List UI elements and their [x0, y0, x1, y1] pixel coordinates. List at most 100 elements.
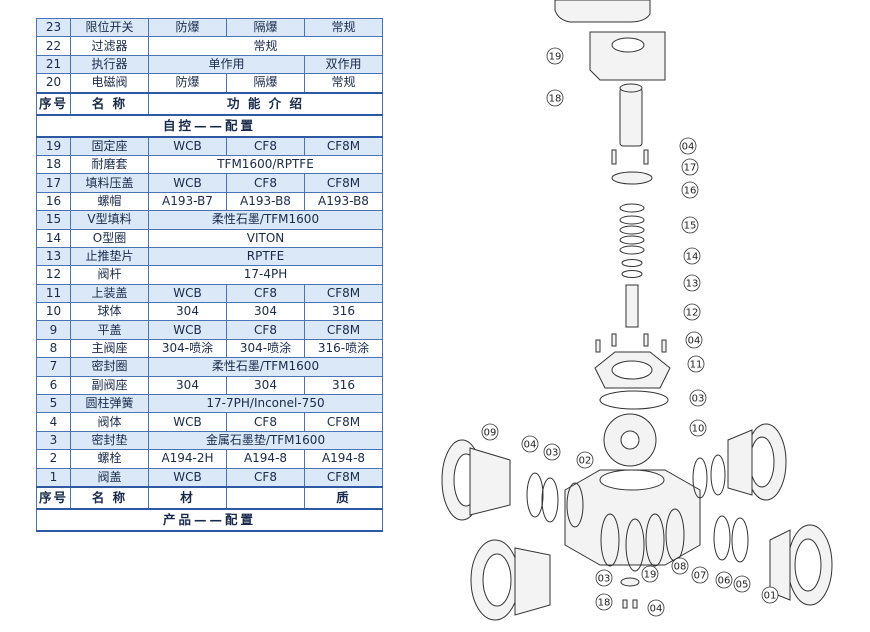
svg-text:18: 18	[598, 598, 611, 609]
row-value: A194-8	[304, 449, 383, 469]
callout-label: 04	[679, 137, 697, 155]
row-name: 螺栓	[70, 449, 149, 469]
row-value: CF8	[226, 173, 305, 193]
callout-label: 17	[681, 158, 699, 176]
header-name: 名 称	[70, 91, 149, 116]
row-number: 2	[36, 449, 71, 469]
callout-label: 02	[576, 451, 594, 469]
row-name: 耐磨套	[70, 154, 149, 175]
section-product-config: 产品——配置	[36, 508, 383, 532]
row-value: 双作用	[304, 54, 383, 75]
row-name: 上装盖	[70, 283, 149, 304]
header-material-1	[226, 485, 305, 510]
row-value: 304	[148, 375, 227, 396]
callout-label: 18	[595, 593, 613, 611]
actuator-housing	[554, 0, 651, 23]
row-name: 主阀座	[70, 338, 149, 359]
callout-label: 03	[543, 443, 561, 461]
row-value: CF8M	[304, 320, 383, 340]
row-name: O型圈	[70, 228, 149, 248]
row-value: RPTFE	[148, 246, 383, 267]
svg-text:18: 18	[549, 94, 562, 105]
svg-text:13: 13	[686, 279, 699, 290]
row-number: 4	[36, 412, 71, 432]
svg-text:15: 15	[684, 221, 697, 232]
row-value: 316	[304, 302, 383, 322]
row-value: 单作用	[148, 54, 305, 75]
svg-text:04: 04	[524, 440, 537, 451]
svg-text:16: 16	[684, 186, 697, 197]
row-number: 1	[36, 467, 71, 488]
row-name: 过滤器	[70, 36, 149, 56]
callout-label: 16	[681, 181, 699, 199]
header-blank: 材	[148, 485, 227, 510]
row-number: 9	[36, 320, 71, 340]
row-value: WCB	[148, 283, 227, 304]
valve-stem	[625, 284, 639, 328]
row-value: 17-7PH/Inconel-750	[148, 394, 383, 414]
body-gasket	[599, 390, 669, 410]
section-auto-config: 自控——配置	[36, 114, 383, 138]
row-number: 6	[36, 375, 71, 396]
row-value: WCB	[148, 320, 227, 340]
row-name: 螺帽	[70, 191, 149, 212]
row-value: 304-喷涂	[148, 338, 227, 359]
row-number: 16	[36, 191, 71, 212]
svg-text:08: 08	[674, 562, 687, 573]
row-name: 阀体	[70, 412, 149, 432]
mounting-bracket	[589, 31, 666, 81]
callout-label: 08	[671, 557, 689, 575]
svg-text:09: 09	[484, 428, 497, 439]
svg-text:19: 19	[644, 570, 657, 581]
row-value: 隔爆	[226, 73, 305, 94]
row-value: VITON	[148, 228, 383, 248]
svg-text:07: 07	[694, 571, 707, 582]
svg-text:14: 14	[686, 252, 699, 263]
row-number: 8	[36, 338, 71, 359]
row-number: 10	[36, 302, 71, 322]
row-value: 隔爆	[226, 17, 305, 38]
row-value: A193-B8	[226, 191, 305, 212]
row-value: CF8	[226, 412, 305, 432]
callout-label: 09	[481, 423, 499, 441]
row-number: 22	[36, 36, 71, 56]
row-name: 圆柱弹簧	[70, 394, 149, 414]
row-value: 304	[226, 375, 305, 396]
callout-label: 14	[683, 247, 701, 265]
callout-label: 19	[641, 565, 659, 583]
row-value: 304	[148, 302, 227, 322]
row-number: 14	[36, 228, 71, 248]
row-name: 密封垫	[70, 430, 149, 451]
row-number: 5	[36, 394, 71, 414]
row-value: WCB	[148, 136, 227, 156]
row-value: A194-8	[226, 449, 305, 469]
section-title: 产品——配置	[36, 508, 383, 532]
callout-label: 01	[761, 586, 779, 604]
row-name: 阀杆	[70, 265, 149, 285]
row-name: V型填料	[70, 210, 149, 230]
callout-label: 04	[521, 435, 539, 453]
svg-text:04: 04	[650, 604, 663, 615]
svg-text:19: 19	[549, 52, 562, 63]
row-value: CF8M	[304, 136, 383, 156]
row-value: CF8	[226, 467, 305, 488]
row-name: 密封圈	[70, 357, 149, 377]
callout-label: 13	[683, 274, 701, 292]
row-value: 常规	[304, 73, 383, 94]
row-number: 21	[36, 54, 71, 75]
wear-sleeve	[619, 87, 643, 147]
row-number: 20	[36, 73, 71, 94]
packing-gland	[611, 171, 653, 185]
